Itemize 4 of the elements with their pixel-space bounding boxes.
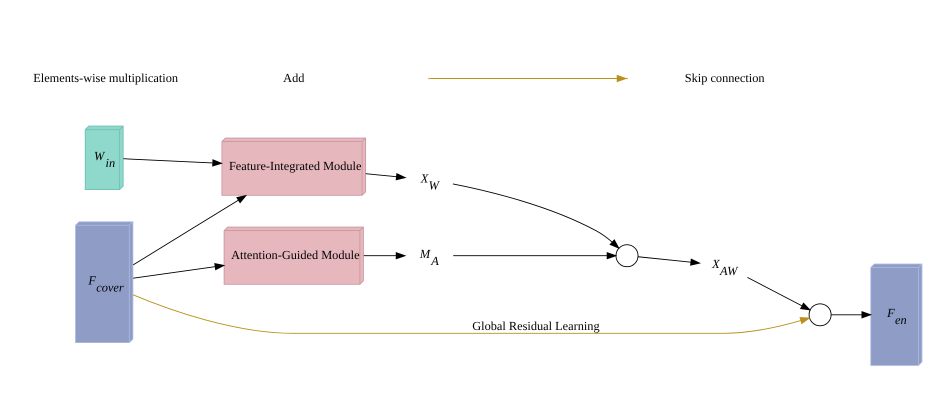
legend-label: Skip connection: [684, 70, 765, 85]
legend-label: Elements-wise multiplication: [33, 70, 178, 85]
edge-label: Global Residual Learning: [472, 318, 600, 333]
legend-label: Add: [283, 70, 304, 85]
